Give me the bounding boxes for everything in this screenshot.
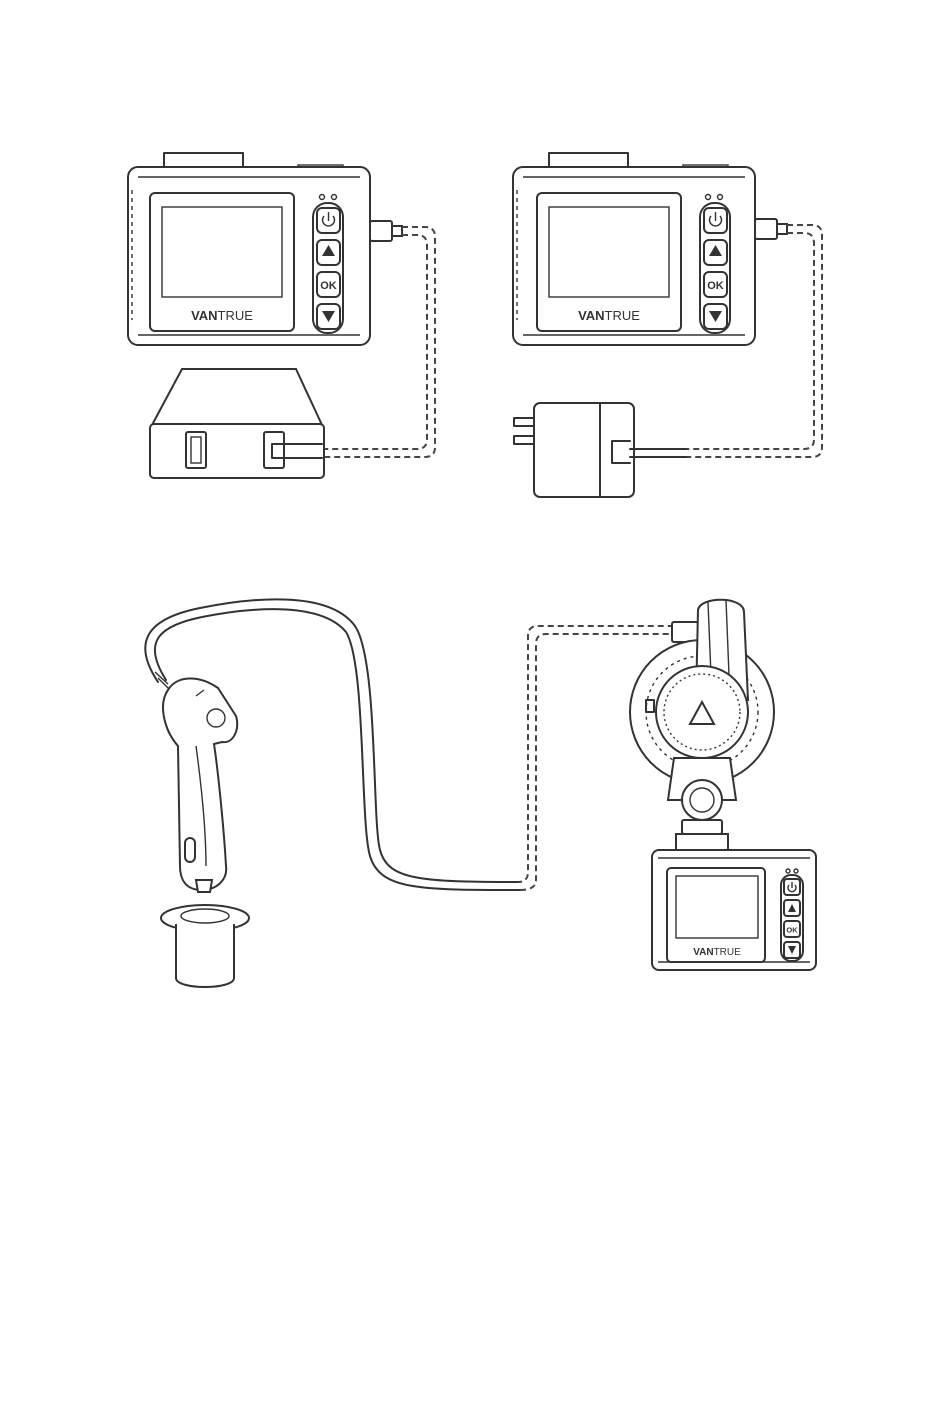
brand-bold-text: VAN: [191, 308, 217, 323]
brand-light-text: TRUE: [218, 308, 254, 323]
car-charger: [145, 599, 520, 892]
usb-power-bank: [150, 369, 324, 478]
usb-plug: [370, 221, 392, 241]
brand-bold-text: VAN: [693, 947, 713, 958]
usb-port-b: [264, 432, 284, 468]
dashcam-top-right: VANTRUE OK: [513, 153, 787, 345]
mount-usb-plug: [672, 622, 698, 642]
dashcam-mounted: VANTRUE OK: [652, 850, 816, 970]
svg-text:VANTRUE: VANTRUE: [693, 947, 741, 958]
brand-light-text: TRUE: [605, 308, 641, 323]
wall-adapter: [514, 403, 686, 497]
ok-label: OK: [786, 926, 798, 935]
brand-light-text: TRUE: [714, 947, 742, 958]
ok-label: OK: [707, 280, 724, 292]
usb-plug: [755, 219, 777, 239]
suction-mount: [630, 600, 774, 850]
svg-text:VANTRUE: VANTRUE: [191, 308, 253, 323]
svg-text:VANTRUE: VANTRUE: [578, 308, 640, 323]
cigarette-socket: [161, 905, 249, 987]
brand-bold-text: VAN: [578, 308, 604, 323]
dashcam-top-left: VANTRUE OK: [128, 153, 402, 345]
ok-label: OK: [320, 280, 337, 292]
